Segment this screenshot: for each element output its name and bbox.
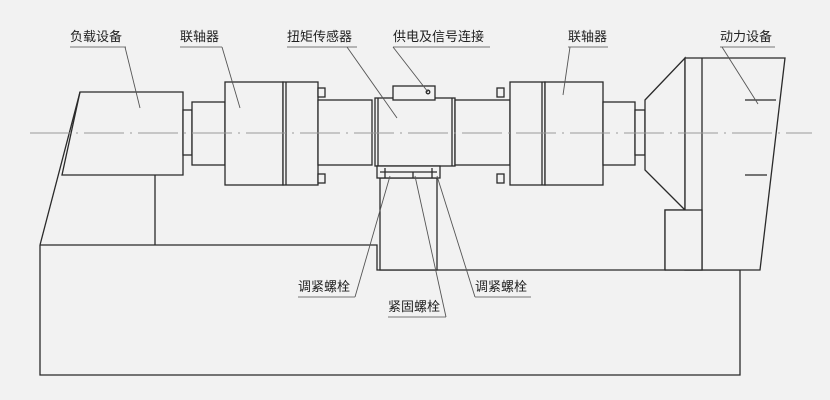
- left-coupling: [191, 81, 326, 186]
- label-power-device: 动力设备: [720, 30, 773, 45]
- bolt-icon: [496, 173, 505, 184]
- label-power-signal: 供电及信号连接: [393, 30, 485, 45]
- label-load-device: 负载设备: [70, 30, 123, 45]
- leader-lines: [70, 46, 775, 318]
- bolt-icon: [317, 173, 326, 184]
- load-device: [39, 91, 184, 246]
- label-coupling-right: 联轴器: [568, 30, 608, 45]
- label-fastening-bolt: 紧固螺栓: [388, 300, 441, 315]
- bolt-icon: [317, 87, 326, 98]
- power-device: [644, 56, 786, 271]
- sensor-stand: [376, 165, 441, 271]
- label-coupling-left: 联轴器: [180, 30, 220, 45]
- label-adjust-bolt-left: 调紧螺栓: [298, 280, 351, 295]
- label-adjust-bolt-right: 调紧螺栓: [475, 280, 528, 295]
- label-torque-sensor: 扭矩传感器: [287, 30, 353, 45]
- signal-connector: [392, 85, 436, 101]
- torque-sensor: [374, 85, 456, 167]
- bolt-icon: [496, 87, 505, 98]
